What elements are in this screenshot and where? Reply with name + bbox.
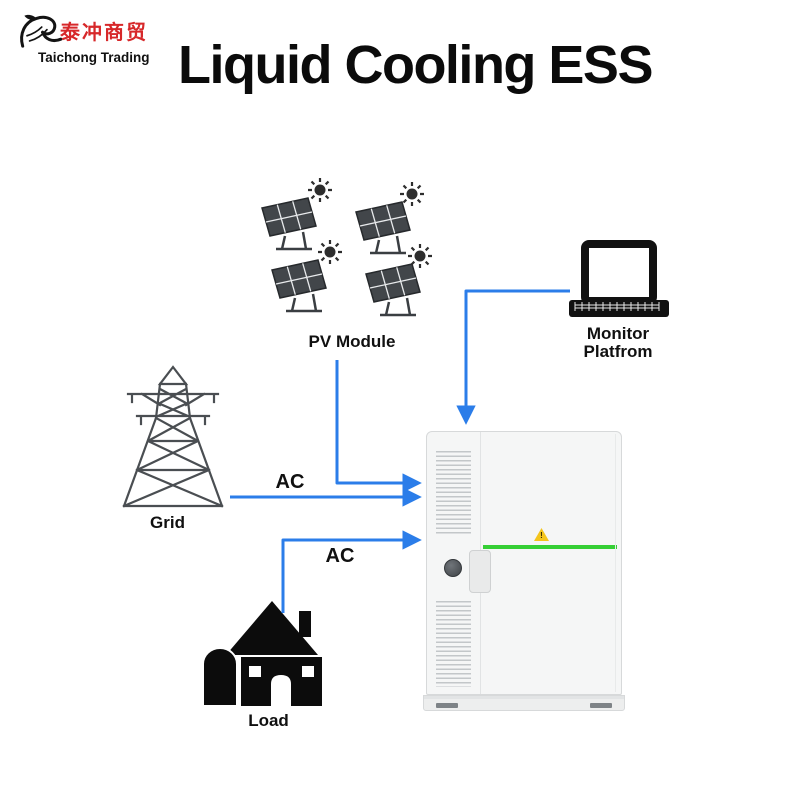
load-house-icon [202,601,322,707]
solar-panel-icon [354,200,412,255]
page-title: Liquid Cooling ESS [178,35,653,95]
cabinet-foot-left [436,703,458,708]
ess-cabinet: ! [426,431,622,695]
solar-panel-icon [270,258,328,313]
warning-glyph: ! [540,531,543,540]
label-monitor-line1: Monitor [586,324,650,343]
vent-grille-bottom [436,601,471,687]
label-ac-grid: AC [275,471,305,493]
label-grid: Grid [150,513,185,532]
label-ac-load: AC [325,545,355,567]
label-load: Load [248,711,289,730]
label-monitor-platform: Monitor Platfrom [565,325,671,361]
label-monitor-line2: Platfrom [583,342,653,361]
monitor-to-ess-arrow [456,289,570,425]
label-pv-module: PV Module [308,332,396,351]
solar-panel-icon [260,196,318,251]
cabinet-base [423,695,625,711]
vent-grille-top [436,451,471,534]
logo-cn-text: 泰冲商贸 [60,22,148,44]
grid-tower-icon [122,365,224,508]
lock-knob [444,559,462,577]
swan-icon [20,14,63,48]
taichong-logo: 泰冲商贸 Taichong Trading [14,6,204,72]
status-stripe [483,545,617,549]
sun-icon [316,238,344,266]
pv-to-ess-arrow [335,360,422,493]
warning-triangle-icon: ! [534,528,549,541]
sun-icon [406,242,434,270]
sun-icon [398,180,426,208]
door-handle [469,550,491,593]
cabinet-foot-right [590,703,612,708]
sun-icon [306,176,334,204]
solar-panel-icon [364,262,422,317]
monitor-laptop-icon [569,240,669,317]
pv-array-icon [260,176,434,317]
logo-en-text: Taichong Trading [38,50,150,65]
